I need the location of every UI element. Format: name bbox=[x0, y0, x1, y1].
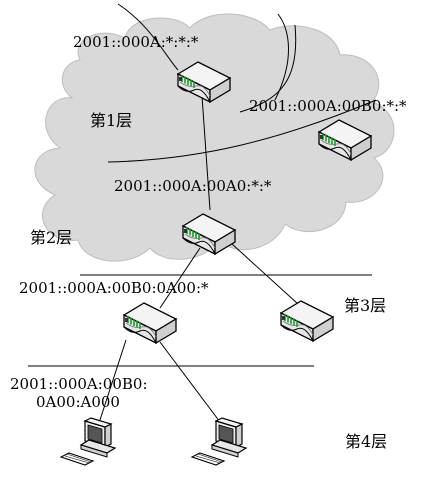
link-r4-pc1 bbox=[99, 339, 127, 421]
network-cloud bbox=[34, 13, 395, 262]
address-label-layer4-line1: 2001::000A:00B0: bbox=[10, 375, 148, 393]
boundary-arc-left bbox=[117, 3, 179, 71]
layer-label-4: 第4层 bbox=[345, 432, 388, 451]
layer-label-3: 第3层 bbox=[344, 296, 387, 315]
layer-label-1: 第1层 bbox=[90, 111, 133, 130]
computer-icon bbox=[191, 417, 247, 466]
address-label-layer4-line2: 0A00:A000 bbox=[36, 393, 120, 411]
link-r4-pc2 bbox=[159, 341, 221, 423]
address-label-layer3: 2001::000A:00B0:0A00:* bbox=[19, 279, 209, 297]
links bbox=[99, 95, 299, 423]
address-label-right: 2001::000A:00B0:*:* bbox=[249, 97, 407, 115]
link-r1-r3 bbox=[201, 95, 211, 211]
router-icon bbox=[280, 300, 334, 342]
computer-icon bbox=[60, 417, 116, 466]
boundary-arc-right bbox=[274, 13, 289, 101]
address-label-layer1: 2001::000A:*:*:* bbox=[73, 33, 199, 51]
link-r3-r4 bbox=[159, 247, 201, 309]
boundary-arc-top bbox=[239, 24, 297, 113]
link-r3-r5 bbox=[231, 243, 299, 305]
boundary-arc-bottom bbox=[107, 99, 377, 163]
layer-label-2: 第2层 bbox=[30, 228, 73, 247]
address-label-layer2: 2001::000A:00A0:*:* bbox=[114, 177, 272, 195]
router-icon bbox=[123, 302, 177, 344]
layer-boundaries bbox=[28, 3, 377, 367]
